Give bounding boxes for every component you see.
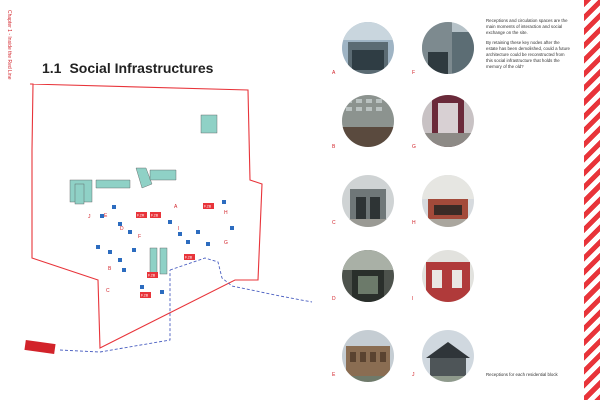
- photo-letter-g: G: [412, 144, 416, 150]
- map-tag: F.2B: [151, 214, 159, 218]
- page-title: 1.1 Social Infrastructures: [42, 60, 213, 76]
- site-map-svg: A B C D E F G H I J F.2R F.2B F.2B F.2B …: [24, 83, 313, 355]
- map-label-g: G: [224, 240, 228, 246]
- map-label-e: E: [104, 213, 108, 219]
- photo-letter-d: D: [332, 296, 336, 302]
- map-tag: F.2B: [141, 294, 149, 298]
- map-label-f: F: [138, 234, 141, 240]
- building: [200, 114, 218, 134]
- map-label-i: I: [178, 226, 179, 232]
- map-label-d: D: [120, 226, 124, 232]
- building: [95, 179, 131, 189]
- circulation-route: [59, 270, 171, 353]
- map-label-b: B: [108, 266, 112, 272]
- photo-grid: A B C D E F G H I J: [330, 20, 480, 382]
- red-line-boundary: [29, 83, 263, 349]
- building: [149, 169, 177, 181]
- photo-letter-i: I: [412, 296, 414, 302]
- building: [149, 247, 158, 275]
- photo-letter-c: C: [332, 220, 336, 226]
- decorative-stripe: [584, 0, 600, 400]
- map-tag: F.2B: [148, 274, 156, 278]
- reception-photo-c: [342, 175, 394, 227]
- map-tag: F.2B: [204, 205, 212, 209]
- map-label-j: J: [88, 214, 91, 220]
- photo-letter-e: E: [332, 372, 336, 378]
- reception-photo-i: [422, 250, 474, 302]
- reception-photo-h: [422, 175, 474, 227]
- map-label-c: C: [106, 288, 110, 294]
- photo-letter-h: H: [412, 220, 416, 226]
- reception-photo-d: [342, 250, 394, 302]
- photo-caption: Receptions for each residential block: [486, 372, 558, 377]
- photo-letter-a: A: [332, 70, 336, 76]
- reception-photo-b: [342, 95, 394, 147]
- building: [74, 183, 85, 205]
- bus: [24, 339, 56, 355]
- intro-paragraph-2: By retaining these key nodes after the e…: [486, 40, 570, 69]
- section-title: Social Infrastructures: [69, 60, 214, 76]
- map-label-h: H: [224, 210, 228, 216]
- site-map: A B C D E F G H I J F.2R F.2B F.2B F.2B …: [0, 80, 320, 400]
- circulation-route: [169, 257, 313, 303]
- reception-photo-a: [342, 22, 394, 74]
- reception-markers: [96, 200, 234, 294]
- map-tag: F.2R: [137, 214, 145, 218]
- intro-text: Receptions and circulation spaces are th…: [486, 18, 570, 74]
- reception-photo-g: [422, 95, 474, 147]
- section-number: 1.1: [42, 60, 62, 76]
- intro-paragraph-1: Receptions and circulation spaces are th…: [486, 18, 568, 35]
- map-label-a: A: [174, 204, 178, 210]
- map-tag: F.2B: [185, 256, 193, 260]
- reception-photo-e: [342, 330, 394, 382]
- building: [159, 247, 168, 275]
- reception-photo-f: [422, 22, 474, 74]
- building: [135, 167, 153, 189]
- photo-letter-f: F: [412, 70, 416, 76]
- reception-photo-j: [422, 330, 474, 382]
- photo-letter-b: B: [332, 144, 336, 150]
- photo-letter-j: J: [412, 372, 415, 378]
- chapter-label-text: Chapter 1 - Inside the Red Line: [6, 10, 12, 80]
